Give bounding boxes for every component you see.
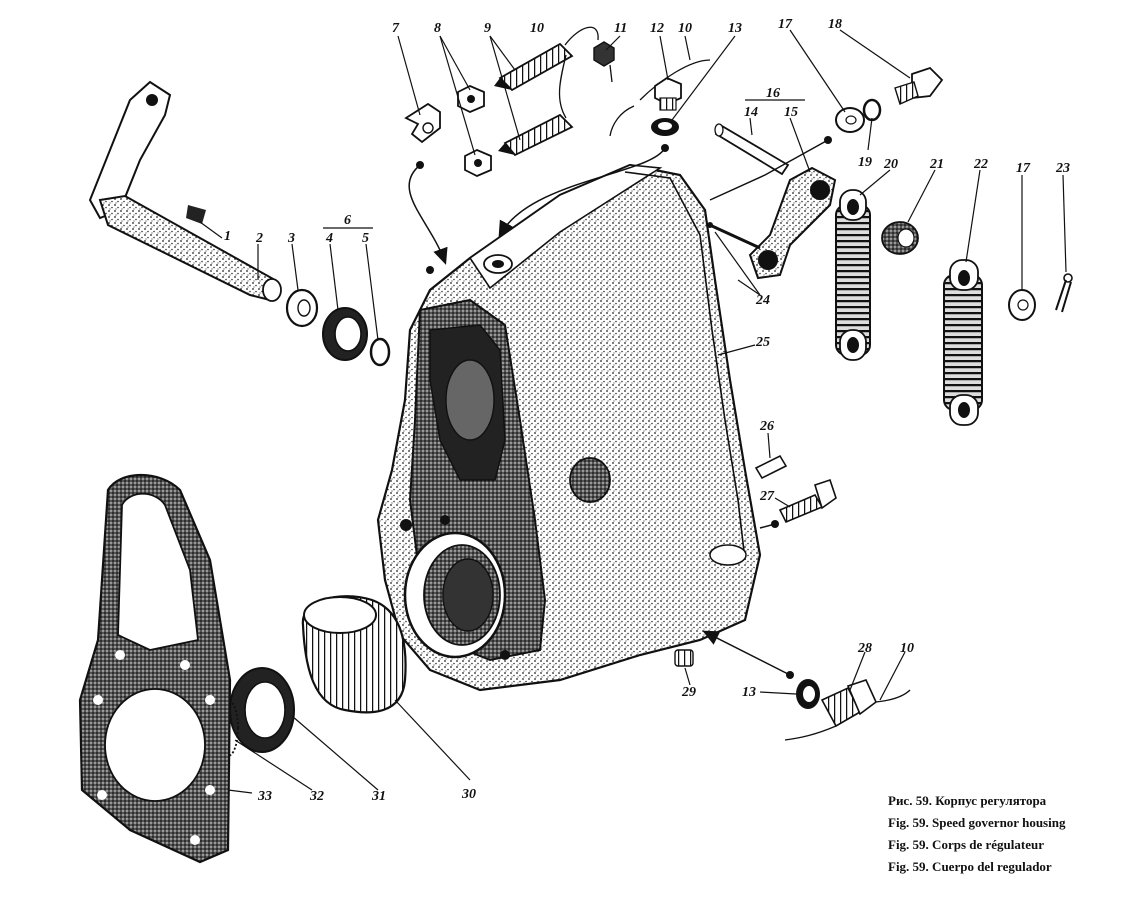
callout-2: 2 <box>255 231 263 246</box>
locking-wire-10 <box>558 26 711 137</box>
callout-19: 19 <box>858 155 872 170</box>
callout-11: 11 <box>614 21 627 36</box>
callout-3: 3 <box>287 231 295 246</box>
callout-numbers: 1 2 3 4 5 6 7 8 9 10 11 12 10 13 14 15 1… <box>224 17 1070 804</box>
lever-shaft-assembly <box>88 80 282 302</box>
caption-es: Fig. 59. Cuerpo del regulador <box>888 859 1052 874</box>
sleeve-21 <box>881 221 919 255</box>
callout-17-top: 17 <box>778 17 793 32</box>
callout-23: 23 <box>1055 161 1070 176</box>
callout-20: 20 <box>883 157 898 172</box>
tab-washer-7 <box>404 102 441 144</box>
callout-26: 26 <box>759 419 774 434</box>
nut-8-upper <box>457 85 485 113</box>
spring-20 <box>835 189 871 361</box>
callout-10-right: 10 <box>678 21 692 36</box>
gasket-33 <box>78 473 232 864</box>
split-pin-23 <box>1055 273 1073 313</box>
callout-10-bottom: 10 <box>900 641 914 656</box>
washer-13-lower <box>796 679 820 709</box>
callout-6: 6 <box>344 213 351 228</box>
callout-4: 4 <box>325 231 333 246</box>
callout-30: 30 <box>461 787 476 802</box>
pin-24 <box>707 222 761 250</box>
ring-32 <box>217 699 239 757</box>
spring-22 <box>943 259 983 426</box>
plug-29 <box>674 649 694 667</box>
callout-22: 22 <box>973 157 988 172</box>
lock-ring-19 <box>862 98 882 122</box>
callout-1: 1 <box>224 229 231 244</box>
callout-31: 31 <box>371 789 386 804</box>
callout-5: 5 <box>362 231 369 246</box>
callout-9: 9 <box>484 21 491 36</box>
callout-8: 8 <box>434 21 441 36</box>
screw-28 <box>784 679 911 741</box>
caption-en: Fig. 59. Speed governor housing <box>888 815 1066 830</box>
caption-ru: Рис. 59. Корпус регулятора <box>888 793 1047 808</box>
callout-7: 7 <box>392 21 400 36</box>
washer-13-upper <box>651 118 679 136</box>
callout-33: 33 <box>257 789 272 804</box>
assembly-arrows <box>408 136 832 679</box>
callout-13-top: 13 <box>728 21 742 36</box>
callout-16: 16 <box>766 86 780 101</box>
caption-fr: Fig. 59. Corps de régulateur <box>888 837 1044 852</box>
washer-17-lower <box>1008 289 1036 321</box>
governor-housing <box>376 163 762 692</box>
callout-14: 14 <box>744 105 758 120</box>
stud-9-upper <box>494 42 574 92</box>
stud-9-lower <box>498 113 574 157</box>
callout-21: 21 <box>929 157 944 172</box>
callout-29: 29 <box>681 685 696 700</box>
bolt-18 <box>894 66 944 105</box>
washer-17-upper <box>835 107 865 133</box>
callout-18: 18 <box>828 17 842 32</box>
washer-3 <box>285 288 319 328</box>
pin-14 <box>714 123 790 176</box>
callout-12: 12 <box>650 21 664 36</box>
callout-27: 27 <box>759 489 775 504</box>
nut-8-lower <box>464 149 492 177</box>
callout-32: 32 <box>309 789 324 804</box>
bushing-30 <box>301 595 407 714</box>
callout-24: 24 <box>755 293 770 308</box>
callout-15: 15 <box>784 105 798 120</box>
leader-lines <box>199 29 1067 794</box>
arm-15 <box>748 166 837 280</box>
screw-12 <box>654 76 682 111</box>
pin-26 <box>754 454 788 480</box>
callout-25: 25 <box>755 335 770 350</box>
retaining-ring-5 <box>369 337 391 367</box>
callout-28: 28 <box>857 641 872 656</box>
callout-10-top: 10 <box>530 21 544 36</box>
screw-27 <box>778 478 837 524</box>
bearing-4 <box>322 307 368 361</box>
nut-11 <box>593 41 615 67</box>
figure-caption: Рис. 59. Корпус регулятора Fig. 59. Spee… <box>888 790 1123 878</box>
callout-13-bottom: 13 <box>742 685 756 700</box>
callout-17-right: 17 <box>1016 161 1031 176</box>
seal-31 <box>229 667 295 753</box>
